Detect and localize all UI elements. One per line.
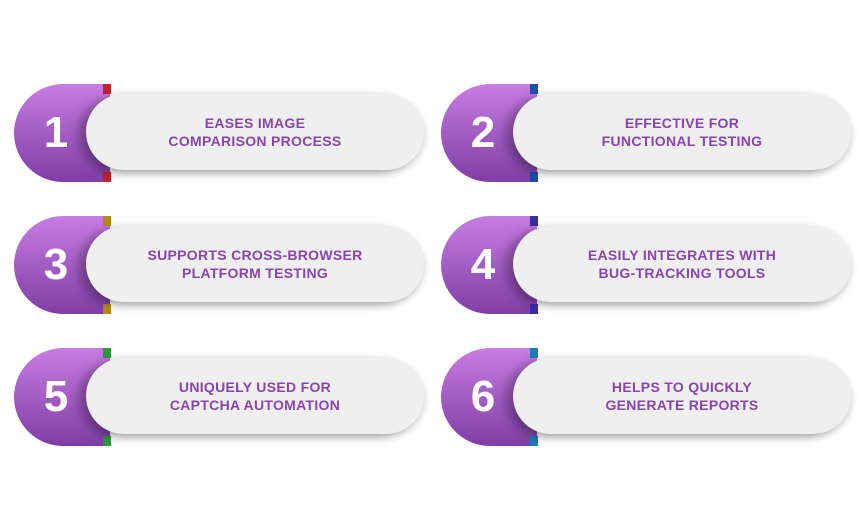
feature-pill: EFFECTIVE FOR FUNCTIONAL TESTING <box>513 94 851 170</box>
tab-accent <box>103 304 111 314</box>
tab-accent <box>530 348 538 358</box>
feature-pill: UNIQUELY USED FOR CAPTCHA AUTOMATION <box>86 358 424 434</box>
tab-accent <box>103 84 111 94</box>
feature-card-4: 4 EASILY INTEGRATES WITH BUG-TRACKING TO… <box>441 216 853 314</box>
feature-card-2: 2 EFFECTIVE FOR FUNCTIONAL TESTING <box>441 84 853 182</box>
tab-accent <box>530 304 538 314</box>
feature-card-6: 6 HELPS TO QUICKLY GENERATE REPORTS <box>441 348 853 446</box>
feature-card-5: 5 UNIQUELY USED FOR CAPTCHA AUTOMATION <box>14 348 426 446</box>
feature-label-line2: CAPTCHA AUTOMATION <box>169 397 341 413</box>
tab-accent <box>530 84 538 94</box>
item-number: 1 <box>43 108 69 157</box>
feature-label-line1: HELPS TO QUICKLY <box>611 379 753 395</box>
item-number: 5 <box>43 372 69 421</box>
item-number: 3 <box>43 240 69 289</box>
feature-label-line1: EFFECTIVE FOR <box>624 115 740 131</box>
tab-accent <box>103 348 111 358</box>
feature-label: EFFECTIVE FOR FUNCTIONAL TESTING <box>552 114 812 150</box>
feature-label-line2: PLATFORM TESTING <box>181 265 329 281</box>
feature-pill: EASILY INTEGRATES WITH BUG-TRACKING TOOL… <box>513 226 851 302</box>
feature-label: HELPS TO QUICKLY GENERATE REPORTS <box>552 378 812 414</box>
tab-accent <box>530 436 538 446</box>
feature-label-line2: COMPARISON PROCESS <box>168 133 342 149</box>
feature-label: SUPPORTS CROSS-BROWSER PLATFORM TESTING <box>125 246 385 282</box>
feature-label: EASES IMAGE COMPARISON PROCESS <box>125 114 385 150</box>
tab-accent <box>103 172 111 182</box>
feature-label: EASILY INTEGRATES WITH BUG-TRACKING TOOL… <box>552 246 812 282</box>
tab-accent <box>530 172 538 182</box>
feature-card-3: 3 SUPPORTS CROSS-BROWSER PLATFORM TESTIN… <box>14 216 426 314</box>
tab-accent <box>103 216 111 226</box>
item-number: 6 <box>470 372 496 421</box>
feature-label-line2: FUNCTIONAL TESTING <box>601 133 763 149</box>
feature-card-1: 1 EASES IMAGE COMPARISON PROCESS <box>14 84 426 182</box>
feature-label-line1: SUPPORTS CROSS-BROWSER <box>147 247 363 263</box>
item-number: 2 <box>470 108 496 157</box>
feature-label-line1: UNIQUELY USED FOR <box>178 379 332 395</box>
tab-accent <box>530 216 538 226</box>
tab-accent <box>103 436 111 446</box>
feature-label-line1: EASILY INTEGRATES WITH <box>587 247 777 263</box>
feature-pill: EASES IMAGE COMPARISON PROCESS <box>86 94 424 170</box>
item-number: 4 <box>470 240 496 289</box>
feature-pill: SUPPORTS CROSS-BROWSER PLATFORM TESTING <box>86 226 424 302</box>
feature-label-line2: GENERATE REPORTS <box>605 397 759 413</box>
feature-label-line2: BUG-TRACKING TOOLS <box>598 265 766 281</box>
feature-pill: HELPS TO QUICKLY GENERATE REPORTS <box>513 358 851 434</box>
feature-label-line1: EASES IMAGE <box>204 115 306 131</box>
feature-label: UNIQUELY USED FOR CAPTCHA AUTOMATION <box>125 378 385 414</box>
